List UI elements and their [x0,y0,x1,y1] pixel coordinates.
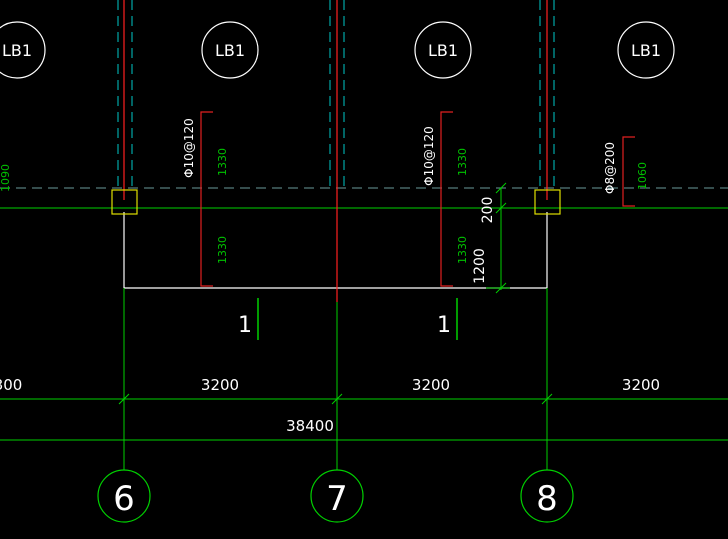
column-axis-6[interactable] [111,189,138,215]
section-mark-text: 1 [437,313,451,338]
section-mark-2[interactable]: 1 [437,298,458,340]
vertical-dimension [486,182,510,294]
axis-number: 6 [113,479,135,519]
rebar-far-right-length: 1060 [636,162,649,190]
section-mark-1[interactable]: 1 [238,298,259,340]
axis-bubble-8[interactable]: 8 [520,469,574,523]
slab-label-1[interactable]: LB1 [0,21,46,79]
total-span-value: 38400 [286,417,334,435]
dim-small-value: 200 [480,197,496,224]
slab-label-text: LB1 [215,41,245,60]
slab-label-4[interactable]: LB1 [617,21,675,79]
span-value-2: 3200 [412,376,450,394]
slab-label-2[interactable]: LB1 [201,21,259,79]
rebar-left-lower-length: 1330 [216,236,229,264]
slab-label-text: LB1 [631,41,661,60]
section-mark-text: 1 [238,313,252,338]
rebar-right-upper-length: 1330 [456,148,469,176]
axis-bubble-6[interactable]: 6 [97,469,151,523]
span-value-0: 300 [0,376,22,394]
rebar-left-spec: Φ10@120 [182,118,196,178]
span-value-3: 3200 [622,376,660,394]
axis-number: 8 [536,479,558,519]
slab-label-text: LB1 [428,41,458,60]
dim-large-value: 1200 [472,248,488,284]
dimension-lines [0,393,728,441]
axis-number: 7 [326,479,348,519]
span-value-1: 3200 [201,376,239,394]
rebar-left-bracket[interactable] [200,111,213,287]
rebar-right-spec: Φ10@120 [422,126,436,186]
rebar-far-right-spec: Φ8@200 [603,142,617,194]
axis-green-lines [123,288,548,470]
rebar-left-upper-length: 1330 [216,148,229,176]
column-axis-8[interactable] [534,189,561,215]
slab-label-text: LB1 [2,41,32,60]
rebar-edge-length: 1090 [0,164,12,192]
slab-label-3[interactable]: LB1 [414,21,472,79]
rebar-right-bracket[interactable] [440,111,453,287]
rebar-far-right-bracket[interactable] [622,136,635,207]
axis-bubble-7[interactable]: 7 [310,469,364,523]
axis-red-lines [123,0,548,302]
rebar-right-lower-length: 1330 [456,236,469,264]
